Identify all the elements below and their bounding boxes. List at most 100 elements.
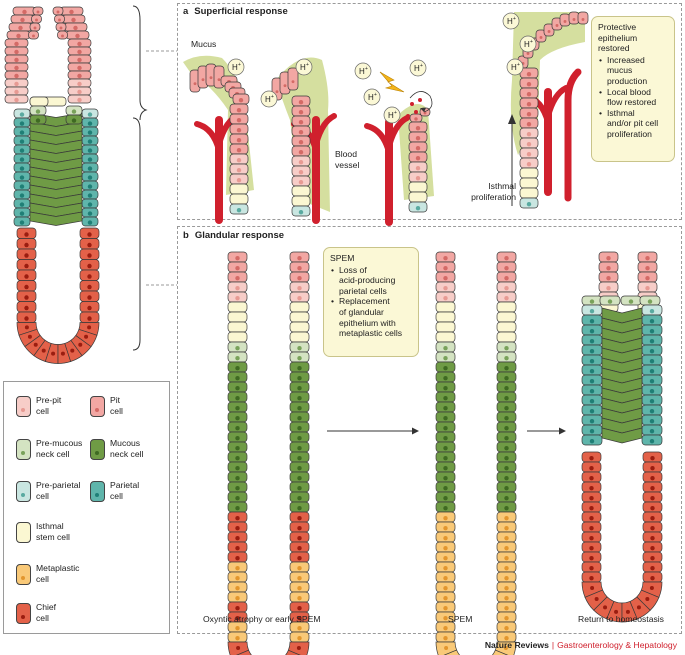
nucleus bbox=[19, 193, 25, 198]
nucleus bbox=[589, 309, 595, 314]
gland-a3 bbox=[408, 121, 428, 213]
nucleus bbox=[236, 128, 242, 133]
nucleus bbox=[87, 148, 93, 153]
nucleus bbox=[14, 73, 19, 79]
nucleus bbox=[443, 386, 448, 391]
nucleus bbox=[236, 646, 241, 651]
nucleus bbox=[526, 122, 532, 127]
nucleus bbox=[589, 319, 595, 324]
nucleus bbox=[297, 276, 302, 281]
overview-base bbox=[16, 227, 100, 364]
nucleus bbox=[645, 276, 650, 281]
cell-isthmal bbox=[227, 331, 248, 343]
nucleus bbox=[87, 325, 92, 330]
bracket-lower bbox=[132, 117, 141, 351]
nucleus bbox=[235, 376, 240, 381]
nucleus bbox=[297, 296, 302, 301]
nucleus bbox=[19, 184, 25, 189]
nucleus bbox=[443, 286, 448, 291]
nucleus bbox=[87, 253, 92, 258]
cell-isthmal bbox=[435, 321, 456, 333]
nucleus bbox=[235, 436, 240, 441]
blood-vessel-label: Blood vessel bbox=[335, 149, 359, 170]
nucleus bbox=[73, 25, 78, 31]
nucleus bbox=[589, 299, 595, 304]
hplus-ion: H+ bbox=[260, 90, 278, 108]
nucleus bbox=[589, 349, 595, 354]
callout-b-item-2-l4: metaplastic cells bbox=[339, 328, 403, 339]
legend-label-line1: Parietal bbox=[110, 480, 140, 490]
hplus-text: H bbox=[388, 111, 394, 120]
nucleus bbox=[504, 406, 509, 411]
nucleus bbox=[504, 586, 509, 591]
nucleus bbox=[24, 232, 29, 237]
nucleus bbox=[235, 446, 240, 451]
callout-b-item-1-l1: Loss of bbox=[339, 264, 367, 275]
cell-metaplastic bbox=[443, 649, 460, 655]
nucleus bbox=[87, 112, 93, 117]
nucleus bbox=[235, 546, 240, 551]
nucleus bbox=[19, 175, 25, 180]
nucleus bbox=[443, 516, 448, 521]
nucleus bbox=[504, 456, 509, 461]
nucleus bbox=[236, 108, 242, 113]
callout-b-item-2-l1: Replacement bbox=[339, 296, 390, 307]
cell-isthmal bbox=[408, 181, 428, 193]
legend-swatch-isthmal bbox=[16, 522, 31, 543]
nucleus bbox=[504, 276, 509, 281]
nucleus bbox=[298, 100, 304, 105]
nucleus bbox=[35, 109, 41, 114]
panel-b bbox=[177, 226, 682, 634]
nucleus bbox=[645, 286, 650, 291]
callout-protective-epithelium: Protective epithelium restored Increased… bbox=[591, 16, 675, 162]
nucleus bbox=[235, 406, 240, 411]
nucleus bbox=[236, 148, 242, 153]
callout-b-item-1-l3: parietal cells bbox=[339, 285, 387, 296]
nucleus bbox=[24, 305, 29, 311]
cell-pit bbox=[287, 67, 299, 91]
nucleus bbox=[589, 576, 594, 581]
nucleus bbox=[443, 536, 448, 541]
nucleus bbox=[296, 646, 301, 651]
nucleus bbox=[589, 429, 595, 434]
nucleus bbox=[649, 399, 655, 404]
nucleus bbox=[649, 389, 655, 394]
journal-footer: Nature Reviews|Gastroenterology & Hepato… bbox=[485, 640, 677, 650]
transition-arrow-1-head bbox=[412, 427, 419, 435]
nucleus bbox=[589, 526, 594, 531]
legend-label-line2: cell bbox=[110, 490, 123, 501]
nucleus bbox=[443, 266, 448, 271]
nucleus bbox=[504, 266, 509, 271]
hplus-text: H bbox=[232, 63, 238, 72]
nucleus bbox=[297, 476, 302, 481]
nucleus bbox=[504, 396, 509, 401]
cell-pit bbox=[559, 13, 571, 27]
nucleus bbox=[504, 476, 509, 481]
nucleus bbox=[504, 546, 509, 551]
nucleus bbox=[297, 466, 302, 471]
nucleus bbox=[298, 210, 304, 215]
legend-label-line2: stem cell bbox=[36, 531, 70, 542]
nucleus bbox=[650, 576, 655, 581]
nucleus bbox=[235, 416, 240, 421]
hplus-superscript: + bbox=[513, 16, 516, 22]
nucleus bbox=[415, 156, 421, 161]
cell-isthmal bbox=[291, 195, 311, 207]
callout-b-item-1-l2: acid-producing bbox=[339, 275, 396, 286]
blood-vessel-label-line2: vessel bbox=[335, 159, 360, 170]
nucleus bbox=[14, 57, 19, 63]
cell-type-legend bbox=[3, 381, 170, 634]
nucleus bbox=[526, 202, 532, 207]
gland-a2-flare bbox=[271, 67, 299, 101]
hplus-ion: H+ bbox=[363, 88, 381, 106]
nucleus bbox=[19, 157, 25, 162]
nucleus bbox=[297, 486, 302, 491]
nucleus bbox=[504, 286, 509, 291]
nucleus bbox=[504, 536, 509, 541]
nucleus bbox=[650, 516, 655, 521]
callout-a-item-3-l2: and/or pit cell bbox=[607, 118, 659, 129]
hplus-superscript: + bbox=[420, 63, 423, 69]
